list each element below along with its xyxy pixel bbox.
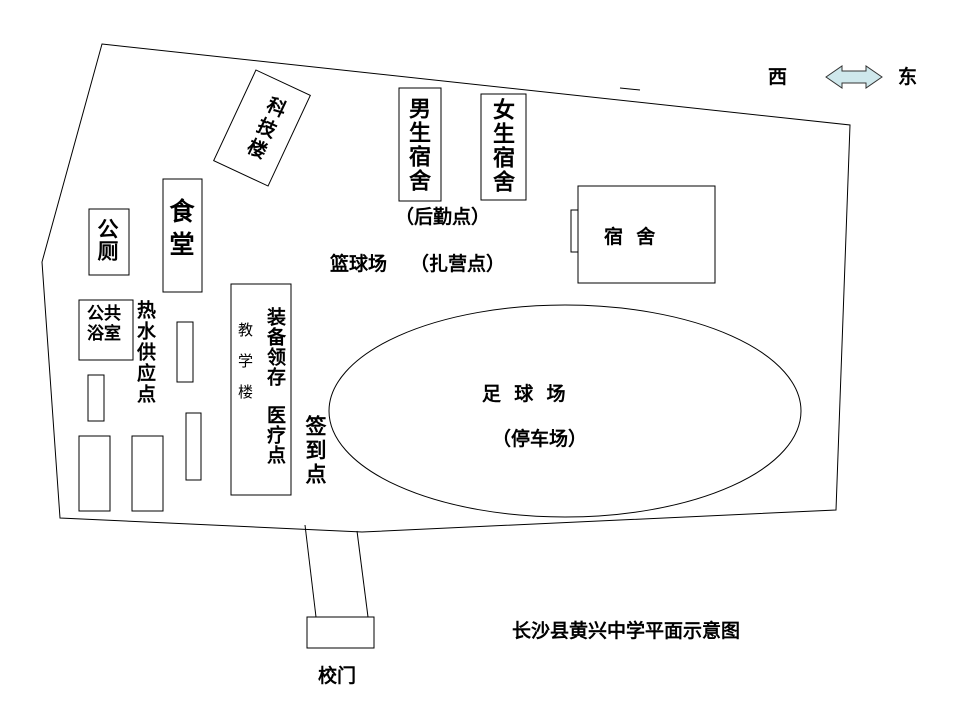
small-building-5 bbox=[131, 435, 164, 512]
teaching-building-box bbox=[230, 283, 292, 496]
medical-point-label: 医疗点 bbox=[264, 405, 286, 465]
basketball-court-label: 篮球场 bbox=[330, 253, 388, 275]
boundary-tick bbox=[619, 87, 641, 91]
boys-dorm-label: 男生宿舍 bbox=[405, 97, 431, 193]
canteen-label: 食堂 bbox=[166, 198, 195, 264]
equipment-storage-label: 装备领存 bbox=[264, 307, 286, 387]
bathroom-box bbox=[78, 299, 134, 361]
dormitory-label: 宿 舍 bbox=[604, 226, 656, 248]
teaching-building-label: 教学楼 bbox=[236, 322, 254, 415]
logistics-point-label: （后勤点） bbox=[395, 206, 491, 228]
school-gate-label: 校门 bbox=[318, 665, 357, 687]
small-building-4 bbox=[78, 435, 111, 512]
girls-dorm-box bbox=[480, 93, 527, 201]
boys-dorm-box bbox=[398, 87, 442, 202]
campus-boundary bbox=[41, 43, 851, 533]
small-building-3 bbox=[185, 412, 202, 481]
science-building-box bbox=[213, 69, 311, 187]
gate-path-left bbox=[304, 524, 317, 618]
check-in-point-label: 签到点 bbox=[303, 415, 328, 487]
small-building-1 bbox=[176, 321, 194, 383]
small-building-2 bbox=[87, 374, 105, 422]
camp-point-label: （扎营点） bbox=[410, 253, 506, 275]
compass-double-arrow-icon bbox=[825, 65, 883, 89]
school-gate-box bbox=[306, 616, 375, 649]
dormitory-annex bbox=[570, 209, 579, 253]
football-field-label: 足 球 场 bbox=[482, 383, 566, 405]
hot-water-label: 热水供应点 bbox=[134, 300, 156, 405]
football-field-ellipse bbox=[328, 304, 802, 518]
compass-west-label: 西 bbox=[768, 66, 788, 88]
map-title: 长沙县黄兴中学平面示意图 bbox=[512, 620, 741, 642]
bathroom-label: 公共浴室 bbox=[87, 304, 121, 344]
canteen-box bbox=[162, 178, 203, 293]
toilet-box bbox=[88, 208, 130, 276]
parking-lot-label: （停车场） bbox=[492, 428, 588, 450]
girls-dorm-label: 女生宿舍 bbox=[489, 98, 515, 194]
gate-path-right bbox=[356, 530, 369, 618]
compass-east-label: 东 bbox=[898, 66, 918, 88]
toilet-label: 公厕 bbox=[95, 218, 120, 262]
